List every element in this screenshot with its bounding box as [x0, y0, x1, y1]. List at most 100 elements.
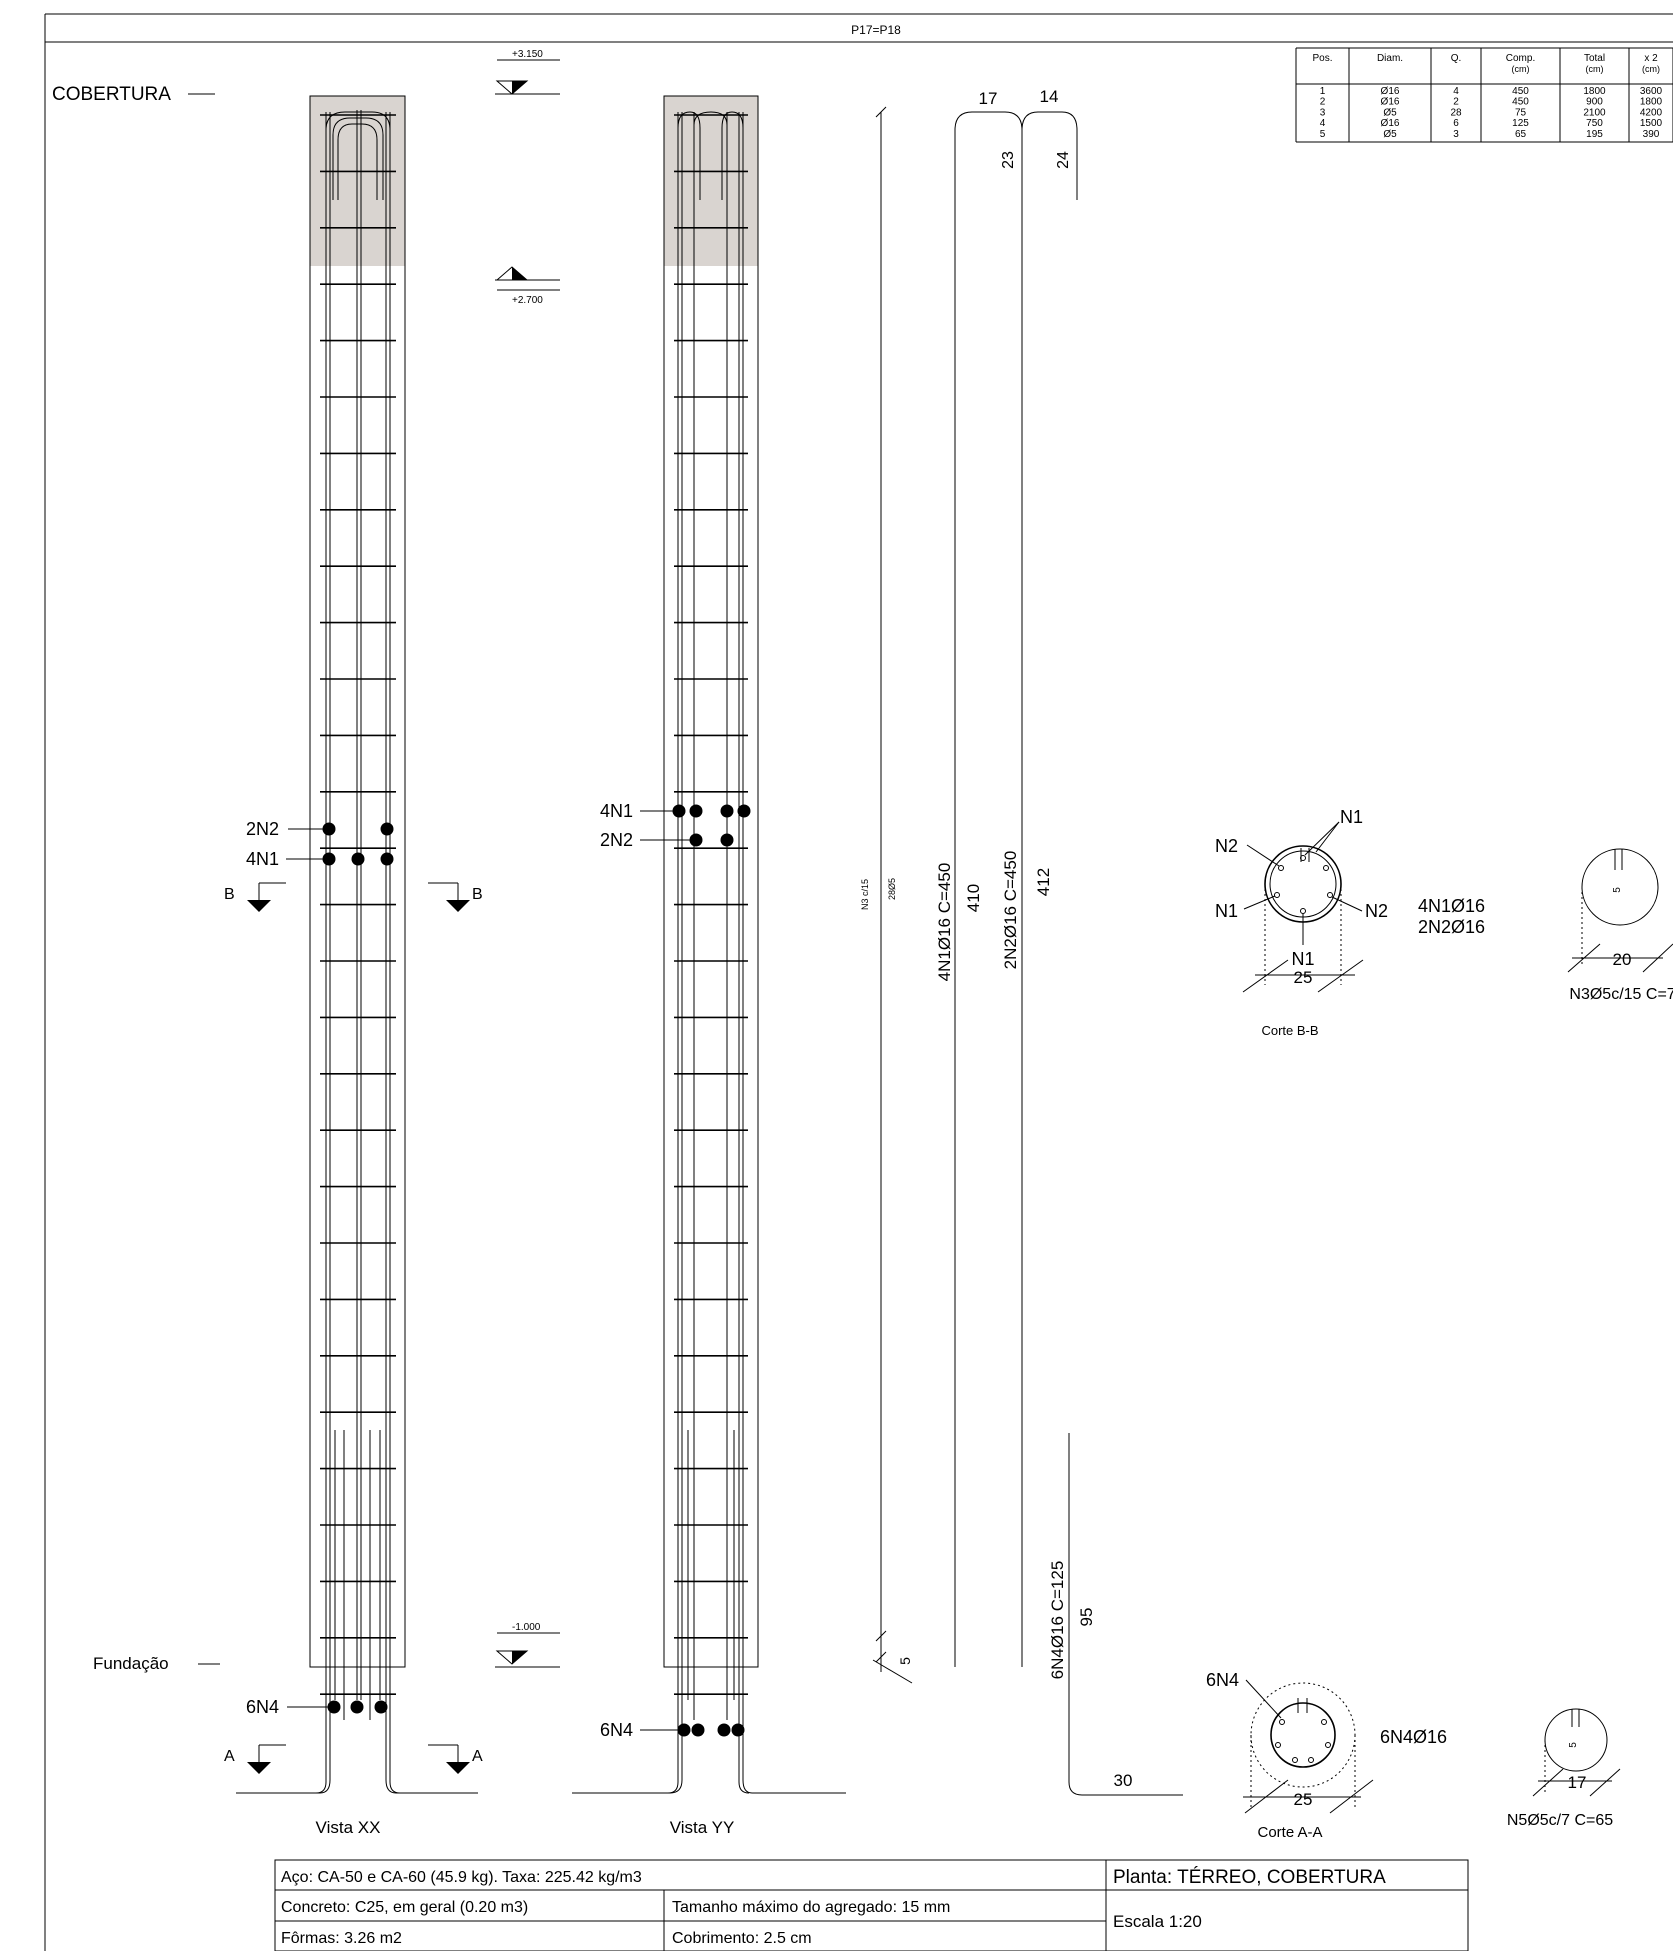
- table-cell: 3: [1320, 107, 1326, 118]
- table-cell: Ø5: [1383, 107, 1397, 118]
- yy-label-4n1: 4N1: [600, 801, 633, 821]
- yy-dot-2n2: [720, 833, 734, 847]
- aa-title: Corte A-A: [1257, 1824, 1322, 1841]
- yy-caption: Vista YY: [670, 1818, 735, 1837]
- table-cell: 4: [1320, 118, 1326, 129]
- bar-shape-n1-n2: 17 14 23 24 4N1Ø16 C=450 410 2N2Ø16 C=45…: [935, 87, 1078, 1667]
- xx-section-b-left: B: [224, 882, 286, 912]
- label-cobertura: COBERTURA: [52, 84, 171, 105]
- n2-hook-dim: 14: [1040, 87, 1059, 106]
- xx-caption: Vista XX: [316, 1818, 381, 1837]
- n4-bar-length: 95: [1077, 1608, 1096, 1627]
- yy-dot-6n4: [717, 1723, 731, 1737]
- table-cell: 2: [1453, 97, 1459, 108]
- table-cell: 900: [1586, 97, 1603, 108]
- n3-diameter: 20: [1613, 950, 1632, 969]
- table-cell: 390: [1643, 129, 1660, 140]
- xx-section-a-right: A: [428, 1744, 483, 1774]
- level-marker-mid: +2.700: [495, 266, 560, 306]
- table-header: x 2: [1644, 53, 1658, 64]
- info-formas: Fôrmas: 3.26 m2: [281, 1930, 402, 1947]
- bb-label-n1-left: N1: [1215, 901, 1238, 921]
- stirrup-n3-detail: 5 20 N3Ø5c/15 C=75: [1567, 848, 1673, 1003]
- info-agregado: Tamanho máximo do agregado: 15 mm: [672, 1899, 950, 1916]
- xx-dot-6n4: [350, 1700, 364, 1714]
- n1-bar-length: 410: [964, 884, 983, 912]
- yy-label-2n2: 2N2: [600, 830, 633, 850]
- table-header: Total: [1584, 53, 1605, 64]
- bb-bars-line1: 4N1Ø16: [1418, 896, 1485, 916]
- table-header-unit: (cm): [1586, 64, 1604, 74]
- yy-dot-2n2: [689, 833, 703, 847]
- n4-foot-dim: 30: [1114, 1771, 1133, 1790]
- yy-stirrups: [674, 114, 748, 1695]
- xx-label-2n2: 2N2: [246, 819, 279, 839]
- xx-dot-2n2: [380, 822, 394, 836]
- yy-column-outline: [663, 95, 759, 1668]
- info-block: Aço: CA-50 e CA-60 (45.9 kg). Taxa: 225.…: [274, 1859, 1469, 1951]
- table-cell: 1500: [1640, 118, 1663, 129]
- xx-label-4n1: 4N1: [246, 849, 279, 869]
- table-header: Pos.: [1312, 53, 1332, 64]
- stirrup-end-dim: 5: [897, 1657, 913, 1665]
- info-concreto: Concreto: C25, em geral (0.20 m3): [281, 1899, 528, 1916]
- stirrup-n5-detail: 5 17 N5Ø5c/7 C=65: [1507, 1708, 1621, 1829]
- info-planta: Planta: TÉRREO, COBERTURA: [1113, 1867, 1386, 1888]
- bb-title: Corte B-B: [1261, 1023, 1318, 1038]
- xx-label-6n4: 6N4: [246, 1697, 279, 1717]
- yy-dot-4n1: [689, 804, 703, 818]
- table-cell: Ø16: [1381, 118, 1400, 129]
- table-cell: 2: [1320, 97, 1326, 108]
- table-cell: 6: [1453, 118, 1459, 129]
- bb-label-n2-left: N2: [1215, 836, 1238, 856]
- table-cell: 28: [1450, 107, 1462, 118]
- n5-label: N5Ø5c/7 C=65: [1507, 1812, 1613, 1829]
- table-cell: 75: [1515, 107, 1527, 118]
- yy-dot-6n4: [691, 1723, 705, 1737]
- table-header: Comp.: [1506, 53, 1535, 64]
- stirrup-spacing: N3 c/15: [860, 879, 870, 910]
- table-cell: 450: [1512, 97, 1529, 108]
- table-cell: 1: [1320, 86, 1326, 97]
- xx-dot-2n2: [322, 822, 336, 836]
- table-header-unit: (cm): [1642, 64, 1660, 74]
- xx-section-b-left-text: B: [224, 886, 235, 903]
- bar-shape-n4: 6N4Ø16 C=125 95 30: [1048, 1433, 1183, 1796]
- info-escala: Escala 1:20: [1113, 1912, 1202, 1931]
- table-cell: 3600: [1640, 86, 1663, 97]
- table-header-unit: (cm): [1512, 64, 1530, 74]
- aa-label-6n4: 6N4: [1206, 1670, 1239, 1690]
- xx-dot-4n1: [380, 852, 394, 866]
- xx-footing-right: [385, 1700, 478, 1794]
- yy-dot-6n4: [677, 1723, 691, 1737]
- n5-hook: 5: [1568, 1742, 1579, 1748]
- level-marker-top: +3.150: [495, 49, 560, 95]
- stirrup-dimension: N3 c/15 28Ø5 5: [860, 106, 913, 1684]
- xx-section-a-right-text: A: [472, 1748, 483, 1765]
- table-cell: 4: [1453, 86, 1459, 97]
- sheet-frame: [44, 13, 1673, 1951]
- table-header: Q.: [1451, 53, 1462, 64]
- level-marker-bottom: -1.000: [495, 1622, 560, 1668]
- n2-hook-vert: 24: [1055, 151, 1072, 169]
- table-cell: 2100: [1583, 107, 1606, 118]
- xx-longitudinal-bars: [325, 110, 391, 1720]
- yy-dot-6n4: [731, 1723, 745, 1737]
- xx-stirrups: [320, 114, 396, 1695]
- view-xx: 2N2 4N1 B B 6N4 A A: [224, 95, 483, 1837]
- table-cell: 1800: [1640, 97, 1663, 108]
- bb-label-n1-bottom: N1: [1291, 949, 1314, 969]
- xx-section-b-right-text: B: [472, 886, 483, 903]
- yy-dot-4n1: [720, 804, 734, 818]
- table-cell: 450: [1512, 86, 1529, 97]
- table-cell: Ø16: [1381, 86, 1400, 97]
- info-cobrimento: Cobrimento: 2.5 cm: [672, 1930, 812, 1947]
- yy-label-6n4: 6N4: [600, 1720, 633, 1740]
- xx-section-b-right: B: [428, 882, 483, 912]
- label-fundacao: Fundação: [93, 1654, 169, 1673]
- yy-dot-4n1: [672, 804, 686, 818]
- xx-footing-left: [236, 1700, 331, 1794]
- table-cell: 1800: [1583, 86, 1606, 97]
- n2-bar-label: 2N2Ø16 C=450: [1001, 851, 1020, 970]
